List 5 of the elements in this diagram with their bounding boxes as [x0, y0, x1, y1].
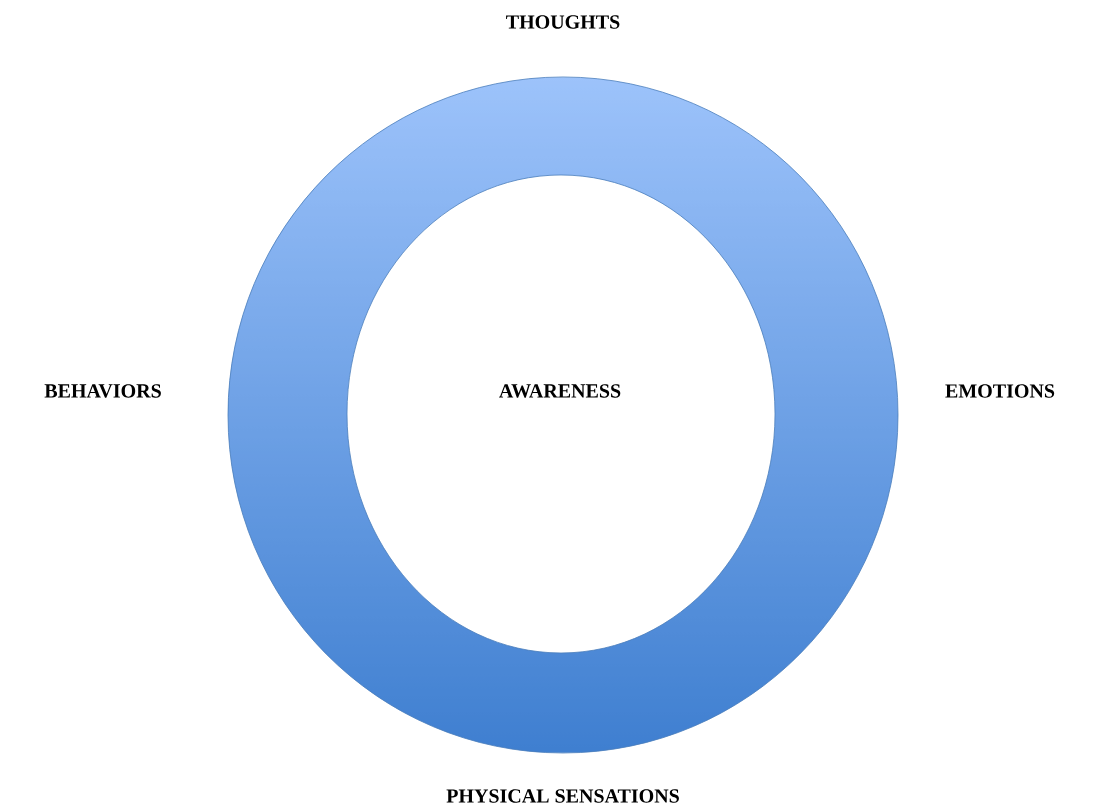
ring-label: EMOTIONS [945, 384, 1055, 398]
ring-label: BEHAVIORS [44, 384, 161, 398]
ring-label: PHYSICAL SENSATIONS [446, 789, 679, 803]
ring-band: AWARENESS [227, 76, 899, 754]
ring-label: THOUGHTS [506, 15, 620, 29]
